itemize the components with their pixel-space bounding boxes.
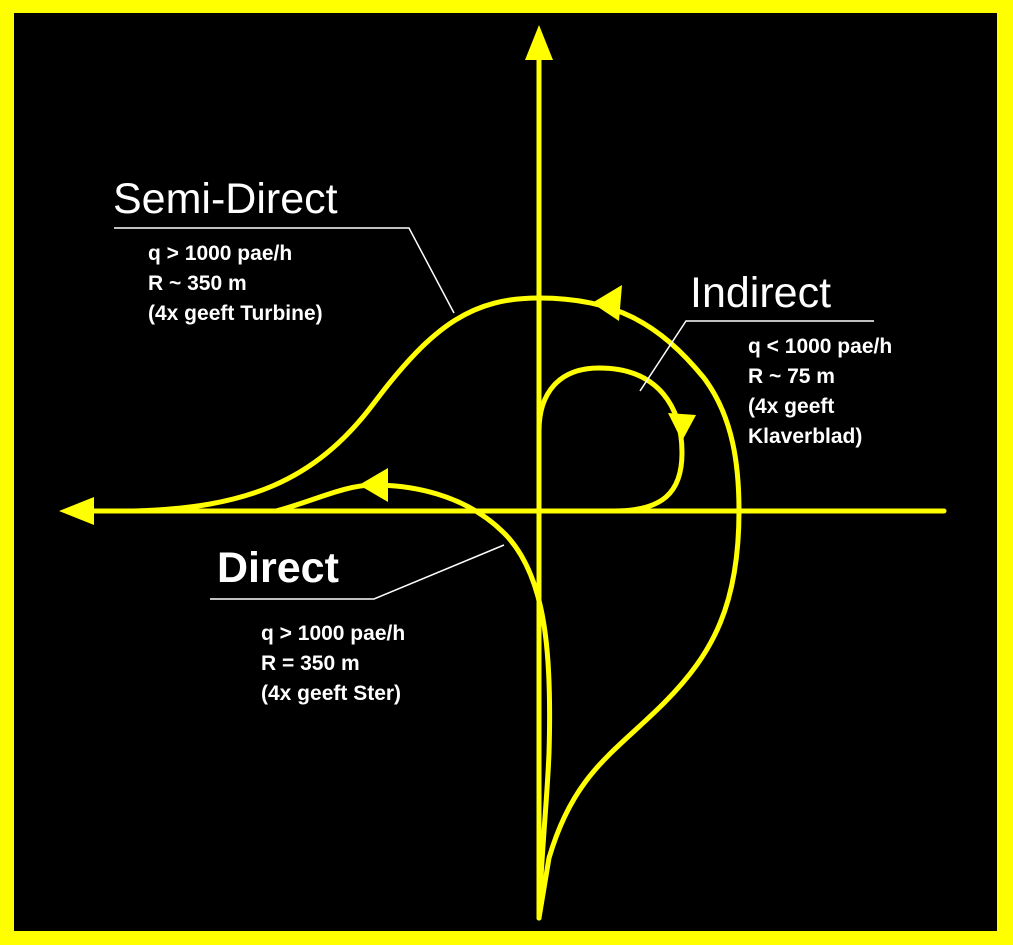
indirect-specs: q < 1000 pae/h R ~ 75 m (4x geeft Klaver… [748, 332, 892, 452]
semi-direct-leader [114, 227, 455, 314]
north-arrowhead [525, 25, 553, 60]
semi-direct-radius: R ~ 350 m [148, 272, 247, 295]
direct-arrowhead [359, 468, 388, 502]
indirect-radius: R ~ 75 m [748, 365, 835, 388]
indirect-arrowhead [668, 413, 696, 441]
indirect-loop [536, 365, 685, 514]
indirect-pattern-line1: (4x geeft [748, 395, 835, 418]
indirect-title: Indirect [690, 269, 832, 317]
direct-radius: R = 350 m [261, 652, 360, 675]
semi-direct-arrowhead [592, 285, 622, 321]
semi-direct-title: Semi-Direct [113, 175, 338, 223]
diagram-canvas: Semi-Direct q > 1000 pae/h R ~ 350 m (4x… [14, 13, 997, 931]
direct-flow: q > 1000 pae/h [261, 622, 406, 645]
indirect-flow: q < 1000 pae/h [748, 335, 893, 358]
interchange-diagram [59, 25, 947, 921]
semi-direct-flow: q > 1000 pae/h [148, 242, 293, 265]
semi-direct-ramp [131, 295, 742, 921]
west-arrowhead [59, 497, 94, 525]
direct-leader [210, 544, 505, 600]
direct-pattern: (4x geeft Ster) [261, 682, 402, 705]
indirect-leader [639, 320, 874, 392]
direct-ramp [273, 482, 553, 921]
semi-direct-pattern: (4x geeft Turbine) [148, 302, 323, 325]
semi-direct-specs: q > 1000 pae/h R ~ 350 m (4x geeft Turbi… [148, 239, 323, 329]
indirect-pattern-line2: Klaverblad) [748, 425, 863, 448]
direct-title: Direct [217, 544, 339, 592]
direct-specs: q > 1000 pae/h R = 350 m (4x geeft Ster) [261, 619, 405, 709]
